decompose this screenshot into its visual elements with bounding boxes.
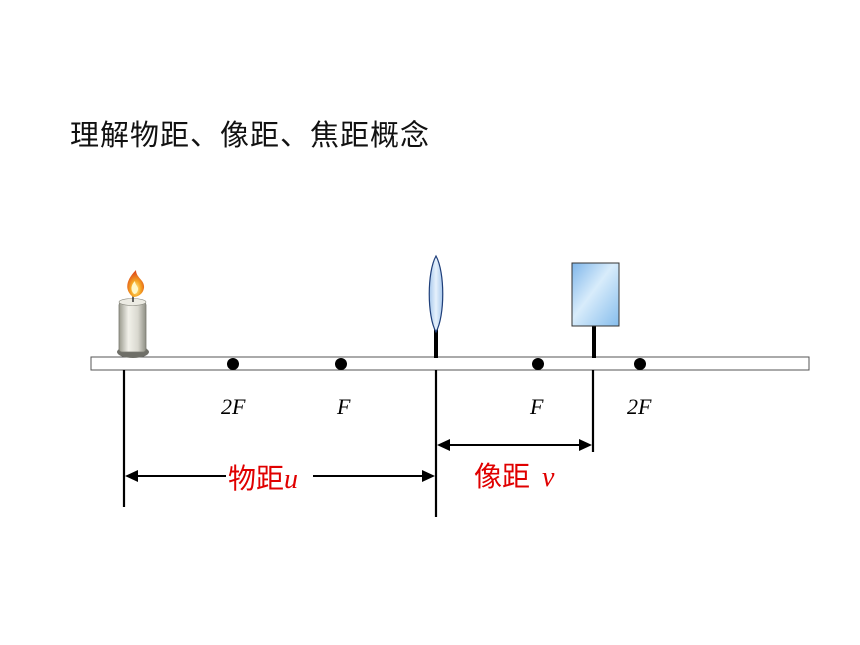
- label-2f-right: 2F: [627, 394, 652, 419]
- label-f-right: F: [529, 394, 544, 419]
- optical-bench: [90, 356, 810, 371]
- candle-icon: [117, 270, 149, 358]
- label-f-left: F: [336, 394, 351, 419]
- label-2f-left: 2F: [221, 394, 246, 419]
- convex-lens-icon: [428, 254, 444, 358]
- point-f-right: [532, 358, 544, 370]
- image-distance-label: 像距 v: [474, 460, 555, 493]
- image-distance-symbol: v: [542, 462, 555, 493]
- object-distance-label: 物距u: [228, 462, 298, 495]
- object-distance-symbol: u: [284, 464, 298, 495]
- page-title: 理解物距、像距、焦距概念: [70, 118, 431, 152]
- image-distance-arrow: [437, 439, 592, 451]
- image-distance-text: 像距: [474, 460, 530, 493]
- point-f-left: [335, 358, 347, 370]
- point-2f-right: [634, 358, 646, 370]
- point-2f-left: [227, 358, 239, 370]
- object-distance-text: 物距: [228, 462, 284, 495]
- object-distance-arrow: [125, 470, 435, 482]
- screen-icon: [571, 262, 620, 358]
